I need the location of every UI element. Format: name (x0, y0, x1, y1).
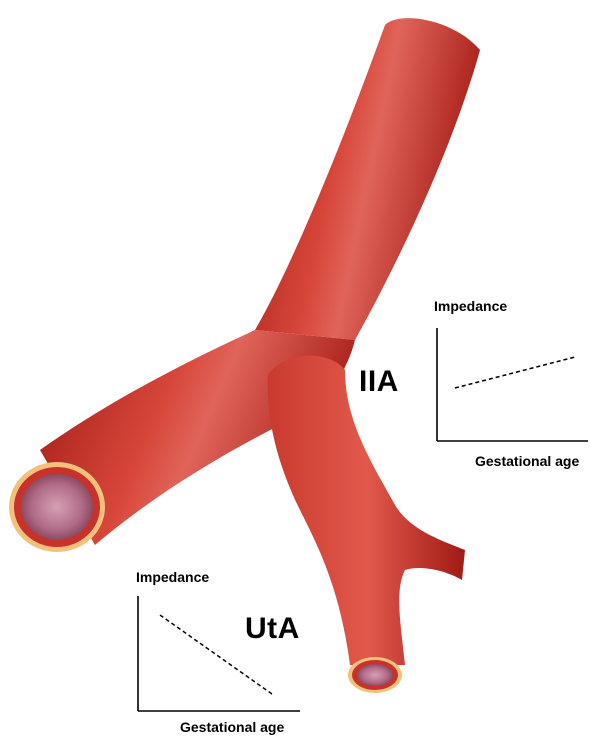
uta-trend-line (160, 615, 272, 694)
